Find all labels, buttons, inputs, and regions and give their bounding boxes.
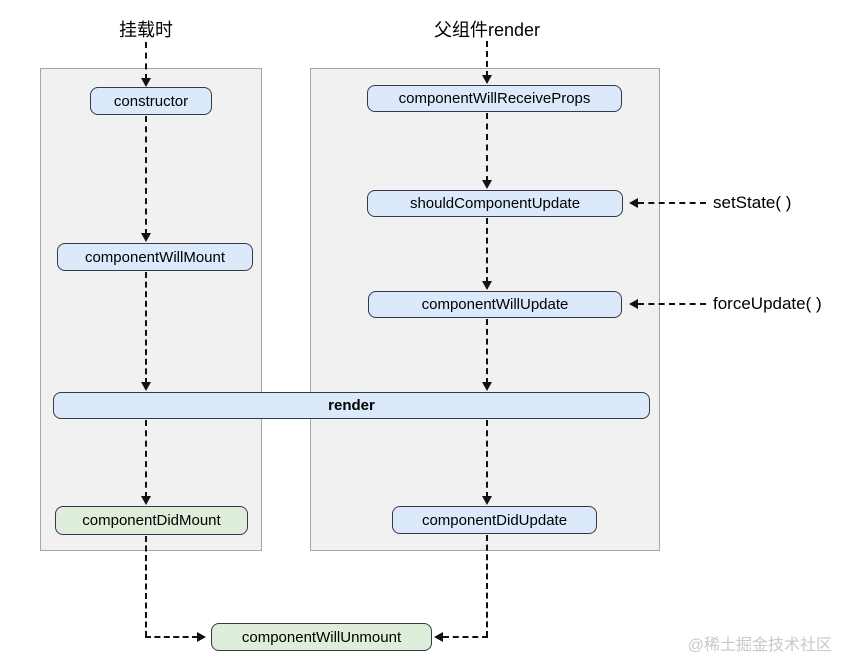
arrow-shouldupdate-to-willupdate-head: [482, 281, 492, 290]
node-render: render: [53, 392, 650, 419]
arrow-render-to-didupdate-head: [482, 496, 492, 505]
watermark: @稀土掘金技术社区: [687, 637, 832, 654]
arrow-didmount-to-unmount-head: [197, 632, 206, 642]
arrow-constructor-to-willmount-head: [141, 233, 151, 242]
node-shouldcomponentupdate: shouldComponentUpdate: [367, 190, 623, 217]
arrow-parentrender-to-receiveprops-line: [486, 41, 488, 77]
arrow-didmount-to-unmount-hline: [145, 636, 198, 638]
arrow-willupdate-to-render-head: [482, 382, 492, 391]
arrow-forceupdate-head: [629, 299, 638, 309]
arrow-receiveprops-to-shouldupdate-head: [482, 180, 492, 189]
arrow-receiveprops-to-shouldupdate-line: [486, 113, 488, 182]
arrow-parentrender-to-receiveprops-head: [482, 75, 492, 84]
arrow-didupdate-to-unmount-head: [434, 632, 443, 642]
arrow-shouldupdate-to-willupdate-line: [486, 218, 488, 283]
arrow-constructor-to-willmount-line: [145, 116, 147, 235]
arrow-willmount-to-render-line: [145, 272, 147, 384]
node-componentwillunmount: componentWillUnmount: [211, 623, 432, 651]
arrow-didmount-to-unmount-vline: [145, 536, 147, 637]
arrow-setstate-line: [638, 202, 706, 204]
node-componentwillmount: componentWillMount: [57, 243, 253, 271]
arrow-didupdate-to-unmount-vline: [486, 535, 488, 637]
mount-panel: [40, 68, 262, 551]
parent-render-heading: 父组件render: [433, 20, 541, 40]
arrow-forceupdate-line: [638, 303, 706, 305]
arrow-render-to-didmount-head: [141, 496, 151, 505]
arrow-render-to-didupdate-line: [486, 420, 488, 498]
node-constructor: constructor: [90, 87, 212, 115]
arrow-render-to-didmount-line: [145, 420, 147, 498]
forceupdate-label: forceUpdate( ): [713, 294, 822, 313]
arrow-willmount-to-render-head: [141, 382, 151, 391]
arrow-didupdate-to-unmount-hline: [443, 636, 488, 638]
node-componentdidupdate: componentDidUpdate: [392, 506, 597, 534]
node-componentwillupdate: componentWillUpdate: [368, 291, 622, 318]
arrow-mount-to-constructor-head: [141, 78, 151, 87]
arrow-setstate-head: [629, 198, 638, 208]
setstate-label: setState( ): [713, 193, 792, 212]
arrow-mount-to-constructor-line: [145, 42, 147, 80]
mount-phase-heading: 挂载时: [119, 20, 173, 40]
arrow-willupdate-to-render-line: [486, 319, 488, 384]
node-componentwillreceiveprops: componentWillReceiveProps: [367, 85, 622, 112]
node-componentdidmount: componentDidMount: [55, 506, 248, 535]
